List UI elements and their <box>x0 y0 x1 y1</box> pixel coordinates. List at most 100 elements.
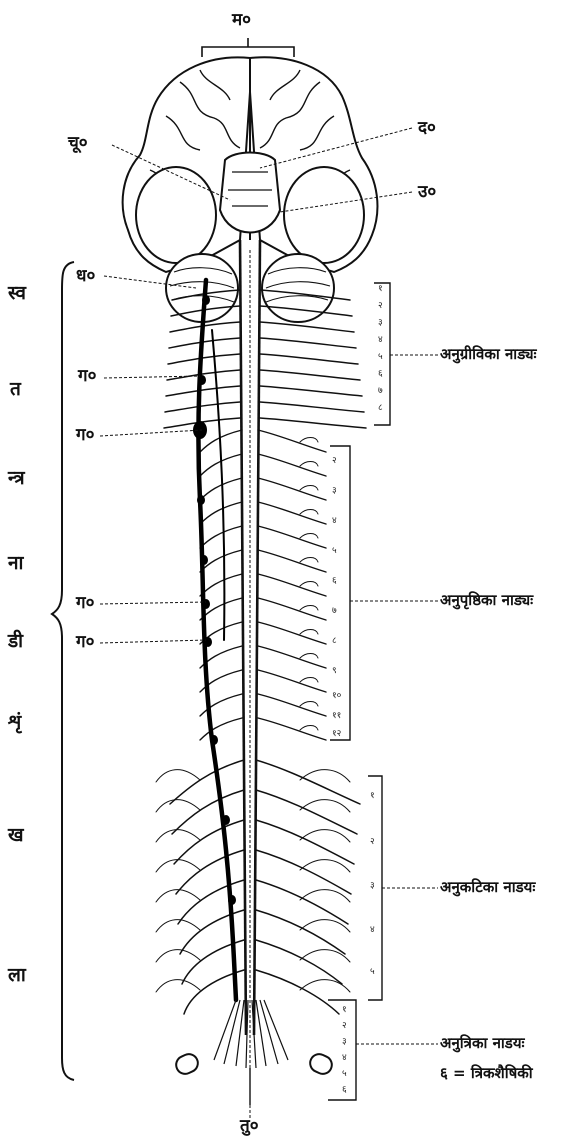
nerve-branch <box>300 630 318 635</box>
label-da: द० <box>418 120 436 137</box>
spinal-nerve-left <box>176 850 244 894</box>
label-chu: चू० <box>68 135 88 152</box>
plexus-loop <box>156 950 200 962</box>
spinal-nerve-right <box>256 850 351 894</box>
ganglion <box>222 815 230 825</box>
spinal-nerve-right <box>258 670 326 692</box>
group-cervical: अनुग्रीविका नाड्यः <box>440 347 537 362</box>
cervical-number: ४ <box>378 336 383 345</box>
spinal-nerve-left <box>170 760 244 804</box>
thoracic-number: ६ <box>332 577 337 586</box>
lumbar-number: २ <box>370 838 375 847</box>
spinal-nerve-right <box>260 386 362 396</box>
spinal-nerve-right <box>260 354 358 364</box>
plexus-loop <box>156 980 200 992</box>
label-ga-3: ग० <box>76 595 94 612</box>
side-word-5: डी <box>8 632 23 651</box>
thoracic-number: २ <box>332 457 337 466</box>
nerve-branch <box>300 606 318 611</box>
nerve-branch <box>300 702 318 707</box>
spinal-nerve-left <box>166 386 240 396</box>
nerve-branch <box>300 486 318 491</box>
ganglion <box>202 599 210 609</box>
label-ga-1: ग० <box>78 368 96 385</box>
spinal-nerve-left <box>172 790 244 834</box>
label-tu: तु० <box>240 1118 259 1135</box>
sacral-number: ६ <box>342 1086 347 1095</box>
sacral-number: ५ <box>342 1070 347 1079</box>
lumbar-number: ४ <box>370 926 375 935</box>
plexus-loop <box>156 830 200 842</box>
spinal-nerve-right <box>258 694 326 716</box>
spinal-nerve-right <box>256 790 357 834</box>
spinal-nerve-left <box>200 574 242 596</box>
spinal-nerve-right <box>260 338 356 348</box>
side-word-8: ला <box>8 966 26 985</box>
thoracic-number: १२ <box>332 730 341 739</box>
cervical-number: ८ <box>378 404 383 413</box>
spinal-nerve-left <box>168 354 240 364</box>
lumbar-number: १ <box>370 792 375 801</box>
spinal-nerve-right <box>258 478 326 500</box>
side-word-1: स्व <box>8 284 26 303</box>
spinal-nerve-right <box>258 502 326 524</box>
side-word-2: त <box>10 380 21 399</box>
group-thoracic: अनुपृष्ठिका नाड्यः <box>440 593 533 608</box>
sacral-number: ४ <box>342 1054 347 1063</box>
spinal-nerve-right <box>258 598 326 620</box>
nerve-branch <box>300 582 318 587</box>
cervical-number: ३ <box>378 319 383 328</box>
sympathetic-trunk <box>198 280 236 1000</box>
spinal-nerve-right <box>258 550 326 572</box>
nerve-branch <box>300 678 318 683</box>
spinal-nerve-right <box>260 322 354 332</box>
ganglion <box>228 895 236 905</box>
spinal-nerve-right <box>256 910 345 954</box>
nerve-branch <box>300 534 318 539</box>
nerve-branch <box>300 726 318 731</box>
thoracic-number: ११ <box>332 712 341 721</box>
thoracic-number: ७ <box>332 607 337 616</box>
thoracic-number: ९ <box>332 667 337 676</box>
spinal-nerve-right <box>258 646 326 668</box>
plexus-loop <box>156 800 200 812</box>
spinal-nerves <box>156 290 366 1014</box>
spinal-nerve-right <box>260 370 360 380</box>
label-ga-2: ग० <box>76 427 94 444</box>
plexus-loop <box>300 980 350 992</box>
spinal-cord <box>240 240 260 1085</box>
plexus-loop <box>156 860 200 872</box>
group-lumbar: अनुकटिका नाडयः <box>440 880 535 895</box>
cervical-number: ७ <box>378 387 383 396</box>
nerve-branch <box>300 462 318 467</box>
thoracic-number: १० <box>332 692 341 701</box>
label-u: उ० <box>418 184 436 201</box>
spinal-nerve-left <box>200 502 242 524</box>
top-bracket <box>202 38 294 57</box>
nerve-branch <box>300 510 318 515</box>
spinal-nerve-left <box>200 718 242 740</box>
thoracic-number: ३ <box>332 487 337 496</box>
spinal-nerve-right <box>256 970 339 1014</box>
spinal-nerve-right <box>256 940 342 984</box>
ganglion <box>210 735 218 745</box>
spinal-nerve-right <box>258 526 326 548</box>
spinal-nerve-left <box>200 526 242 548</box>
nerve-branch <box>300 654 318 659</box>
label-dha: ध० <box>76 268 95 285</box>
label-ga-4: ग० <box>76 634 94 651</box>
thoracic-number: ४ <box>332 517 337 526</box>
spinal-nerve-right <box>256 820 354 864</box>
sacral-number: ३ <box>342 1038 347 1047</box>
thoracic-number: ८ <box>332 637 337 646</box>
nerve-branch <box>300 558 318 563</box>
thoracic-number: ५ <box>332 547 337 556</box>
ganglion <box>204 637 212 647</box>
lumbar-number: ५ <box>370 968 375 977</box>
left-brace <box>52 262 74 1080</box>
spinal-nerve-right <box>256 760 360 804</box>
plexus-loop <box>156 920 200 932</box>
spinal-nerve-left <box>174 820 244 864</box>
label-ma: म० <box>232 12 251 29</box>
